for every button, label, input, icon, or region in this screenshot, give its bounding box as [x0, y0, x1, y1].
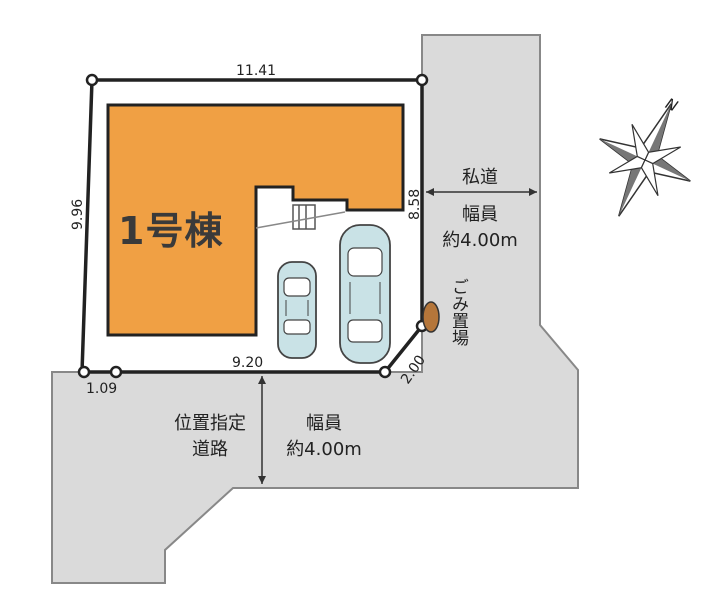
- designated-road-width-label: 幅員: [306, 413, 342, 434]
- car-small: [277, 261, 317, 359]
- survey-marker: [415, 73, 429, 87]
- designated-road-name-1: 位置指定: [174, 413, 246, 434]
- survey-marker: [109, 365, 123, 379]
- garbage-area-marker: [422, 301, 440, 333]
- survey-marker: [85, 73, 99, 87]
- building-label: 1号棟: [118, 209, 224, 253]
- private-road-width-label: 幅員: [462, 204, 498, 225]
- designated-road-name-2: 道路: [192, 439, 228, 460]
- dimension-bottom-left: 1.09: [86, 381, 118, 397]
- building-footprint: [106, 103, 405, 337]
- survey-marker: [77, 365, 91, 379]
- entrance-steps: [255, 204, 346, 230]
- lot-boundary: [80, 78, 424, 374]
- private-road-width-arrow: [426, 188, 537, 196]
- private-road-width-value: 約4.00m: [442, 230, 518, 251]
- car-large: [339, 224, 391, 364]
- garbage-area-label: ごみ置場: [448, 278, 468, 346]
- designated-road-width-value: 約4.00m: [286, 439, 362, 460]
- dimension-left: 9.96: [70, 198, 86, 230]
- dimension-bottom: 9.20: [232, 355, 264, 371]
- survey-marker: [378, 365, 392, 379]
- private-road-name: 私道: [462, 167, 498, 188]
- designated-road-width-arrow: [258, 376, 266, 484]
- compass-icon: [599, 103, 691, 217]
- survey-markers: [77, 73, 429, 379]
- dimension-right: 8.58: [407, 188, 423, 220]
- dimension-top: 11.41: [236, 63, 277, 79]
